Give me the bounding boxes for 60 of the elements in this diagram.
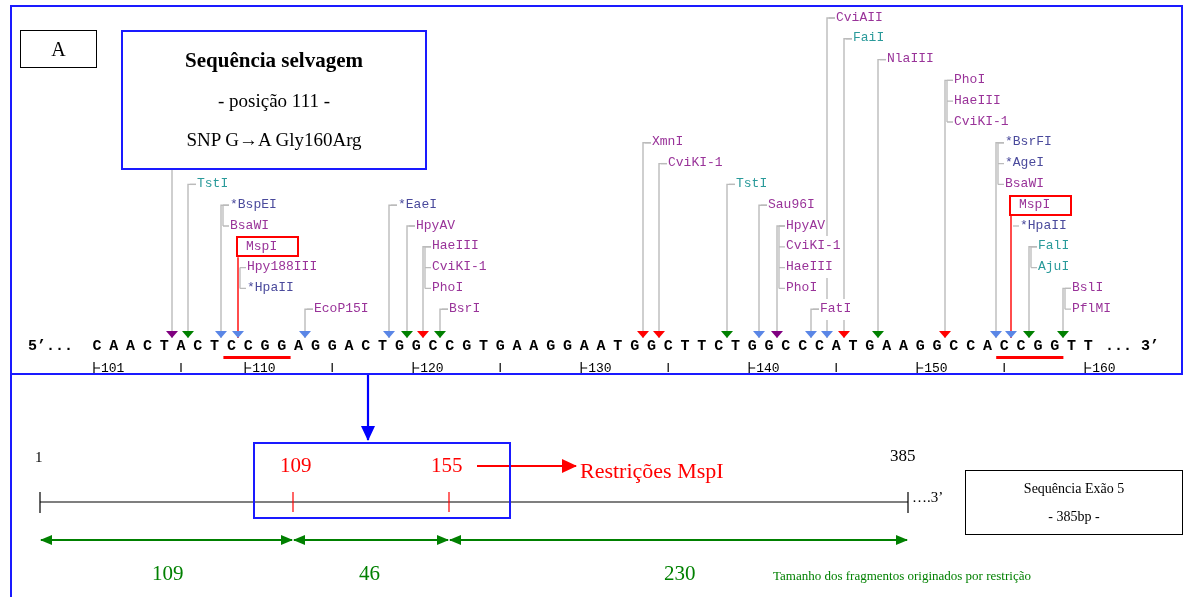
position-number: 160 [1092,362,1116,376]
leader-line [721,183,736,339]
leader-line [838,38,853,339]
enzyme-name: HaeIII [785,257,834,278]
position-label: 385 [890,447,916,464]
box-text: Sequência Exão 5 [1023,480,1125,499]
arrow [477,459,577,473]
position-number: 120 [420,362,444,376]
leader-line [805,308,820,339]
box-text: SNP G→A Gly160Arg [186,128,362,153]
leader-line [1005,214,1017,339]
leader-line [166,169,178,339]
arrow [361,375,375,441]
leader-line [1057,287,1072,339]
panel-letter: A [51,37,66,62]
fragment-size: 46 [359,563,380,584]
enzyme-name: MspI [246,238,278,255]
leader-line [753,204,768,339]
cut-position: 109 [280,452,312,480]
cut-position: 155 [431,452,463,480]
strand-end-label: 5’... [28,339,73,354]
leader-line [401,225,416,339]
position-number: 130 [588,362,612,376]
position-number: 110 [252,362,276,376]
fragment-size: 230 [664,563,696,584]
info-box [965,470,1183,535]
enzyme-name: CviKI-1 [785,236,842,258]
position-number: 140 [756,362,780,376]
enzyme-name: FatI [819,298,853,320]
leader-line [232,256,244,339]
position-number: 101 [101,362,125,376]
leader-line [182,183,197,339]
leader-line [939,79,954,339]
box-text: - posição 111 - [217,89,330,114]
box-title: Sequência selvagem [185,47,363,75]
strand-end-label: ….3’ [912,490,944,505]
leader-line [990,142,1005,339]
leader-line [653,162,668,339]
note: Tamanho dos fragmentos originados por restrição [773,569,1031,582]
leader-line [637,142,652,339]
position-number: 150 [924,362,948,376]
leader-line [1023,246,1038,339]
position-label: 1 [35,450,43,465]
fragment-size: 109 [152,563,184,584]
panel-frame [10,5,1183,375]
leader-line [299,308,314,339]
leader-line [417,246,432,339]
annotation-text: Restrições MspI [580,456,724,485]
strand-end-label: ... 3’ [1105,339,1159,354]
leader-line [215,204,230,339]
enzyme-name: MspI [1019,197,1051,214]
dna-sequence: CAACTACTCCGGAGGACTGGCCGTGAAGGAATGGCTTCTGGCCCATGAAGGCCACCGGTT [92,339,1101,354]
leader-line [383,204,398,339]
leader-line [771,225,786,339]
leader-line [434,308,449,339]
box-text: - 385bp - [1048,507,1100,526]
info-box [121,30,427,170]
leader-line [872,58,887,339]
highlight-frame [253,442,511,519]
panel-letter-box [20,30,97,68]
